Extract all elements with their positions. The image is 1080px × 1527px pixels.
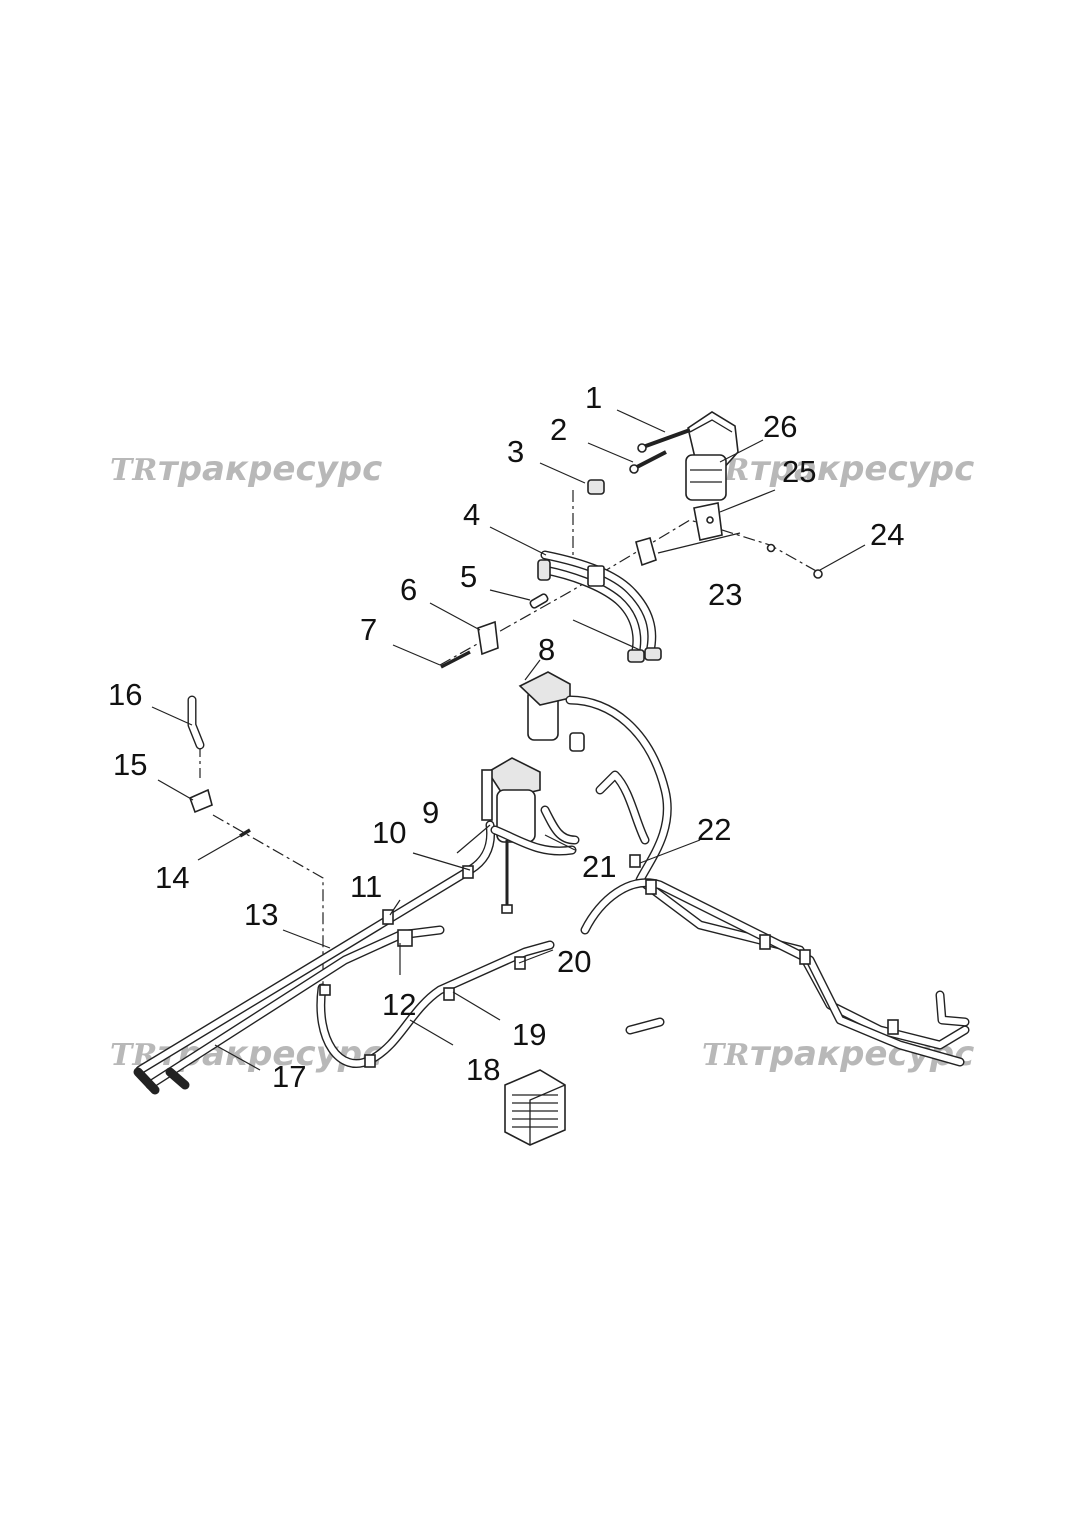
watermark-logo: TR [702, 1038, 749, 1073]
watermark-top-right: TR тракресурс [702, 449, 974, 489]
callout-26: 26 [763, 409, 797, 444]
callout-9: 9 [422, 795, 439, 830]
primary-filter [518, 671, 585, 752]
secondary-filter-9 [481, 757, 541, 914]
callout-17: 17 [272, 1059, 306, 1094]
spacer-5 [529, 593, 549, 609]
bolt-1 [637, 428, 691, 453]
fitting-3 [587, 479, 605, 495]
line-17 [133, 925, 445, 1095]
callout-labels: 1 2 3 4 5 6 7 8 9 10 11 12 13 14 15 16 1… [108, 380, 904, 1094]
return-line-22 [565, 695, 970, 1067]
bolt-14 [239, 828, 251, 838]
callout-8: 8 [538, 632, 555, 667]
callout-2: 2 [550, 412, 567, 447]
callout-24: 24 [870, 517, 904, 552]
callout-13: 13 [244, 897, 278, 932]
callout-4: 4 [463, 497, 480, 532]
callout-18: 18 [466, 1052, 500, 1087]
callout-15: 15 [113, 747, 147, 782]
bracket-15 [188, 788, 213, 814]
watermark-logo: TR [110, 453, 157, 488]
callout-11: 11 [350, 869, 382, 904]
bracket-25 [693, 502, 723, 541]
bolt-2 [629, 450, 667, 474]
callout-5: 5 [460, 559, 477, 594]
bracket-6 [477, 620, 499, 656]
callout-16: 16 [108, 677, 142, 712]
filter-head-26 [685, 411, 739, 501]
callout-12: 12 [382, 987, 416, 1022]
pipe-16 [187, 695, 205, 750]
watermark-top-left: TR тракресурс [110, 449, 382, 489]
callout-3: 3 [507, 434, 524, 469]
watermark-text: тракресурс [158, 449, 382, 489]
hose-4 [537, 550, 662, 663]
watermark-text: тракресурс [750, 449, 974, 489]
callout-19: 19 [512, 1017, 546, 1052]
callout-25: 25 [782, 454, 816, 489]
callout-23: 23 [708, 577, 742, 612]
callout-21: 21 [582, 849, 616, 884]
elbow-pipe [625, 1017, 665, 1035]
callout-6: 6 [400, 572, 417, 607]
callout-22: 22 [697, 812, 731, 847]
bolt-7 [440, 650, 471, 669]
fuel-cooler [504, 1069, 566, 1146]
callout-20: 20 [557, 944, 591, 979]
callout-7: 7 [360, 612, 377, 647]
callout-1: 1 [585, 380, 602, 415]
leader-lines [151, 409, 866, 1071]
callout-10: 10 [372, 815, 406, 850]
screw-24 [766, 543, 823, 579]
callout-14: 14 [155, 860, 189, 895]
hose-21 [490, 805, 580, 856]
plate-23 [635, 537, 657, 567]
